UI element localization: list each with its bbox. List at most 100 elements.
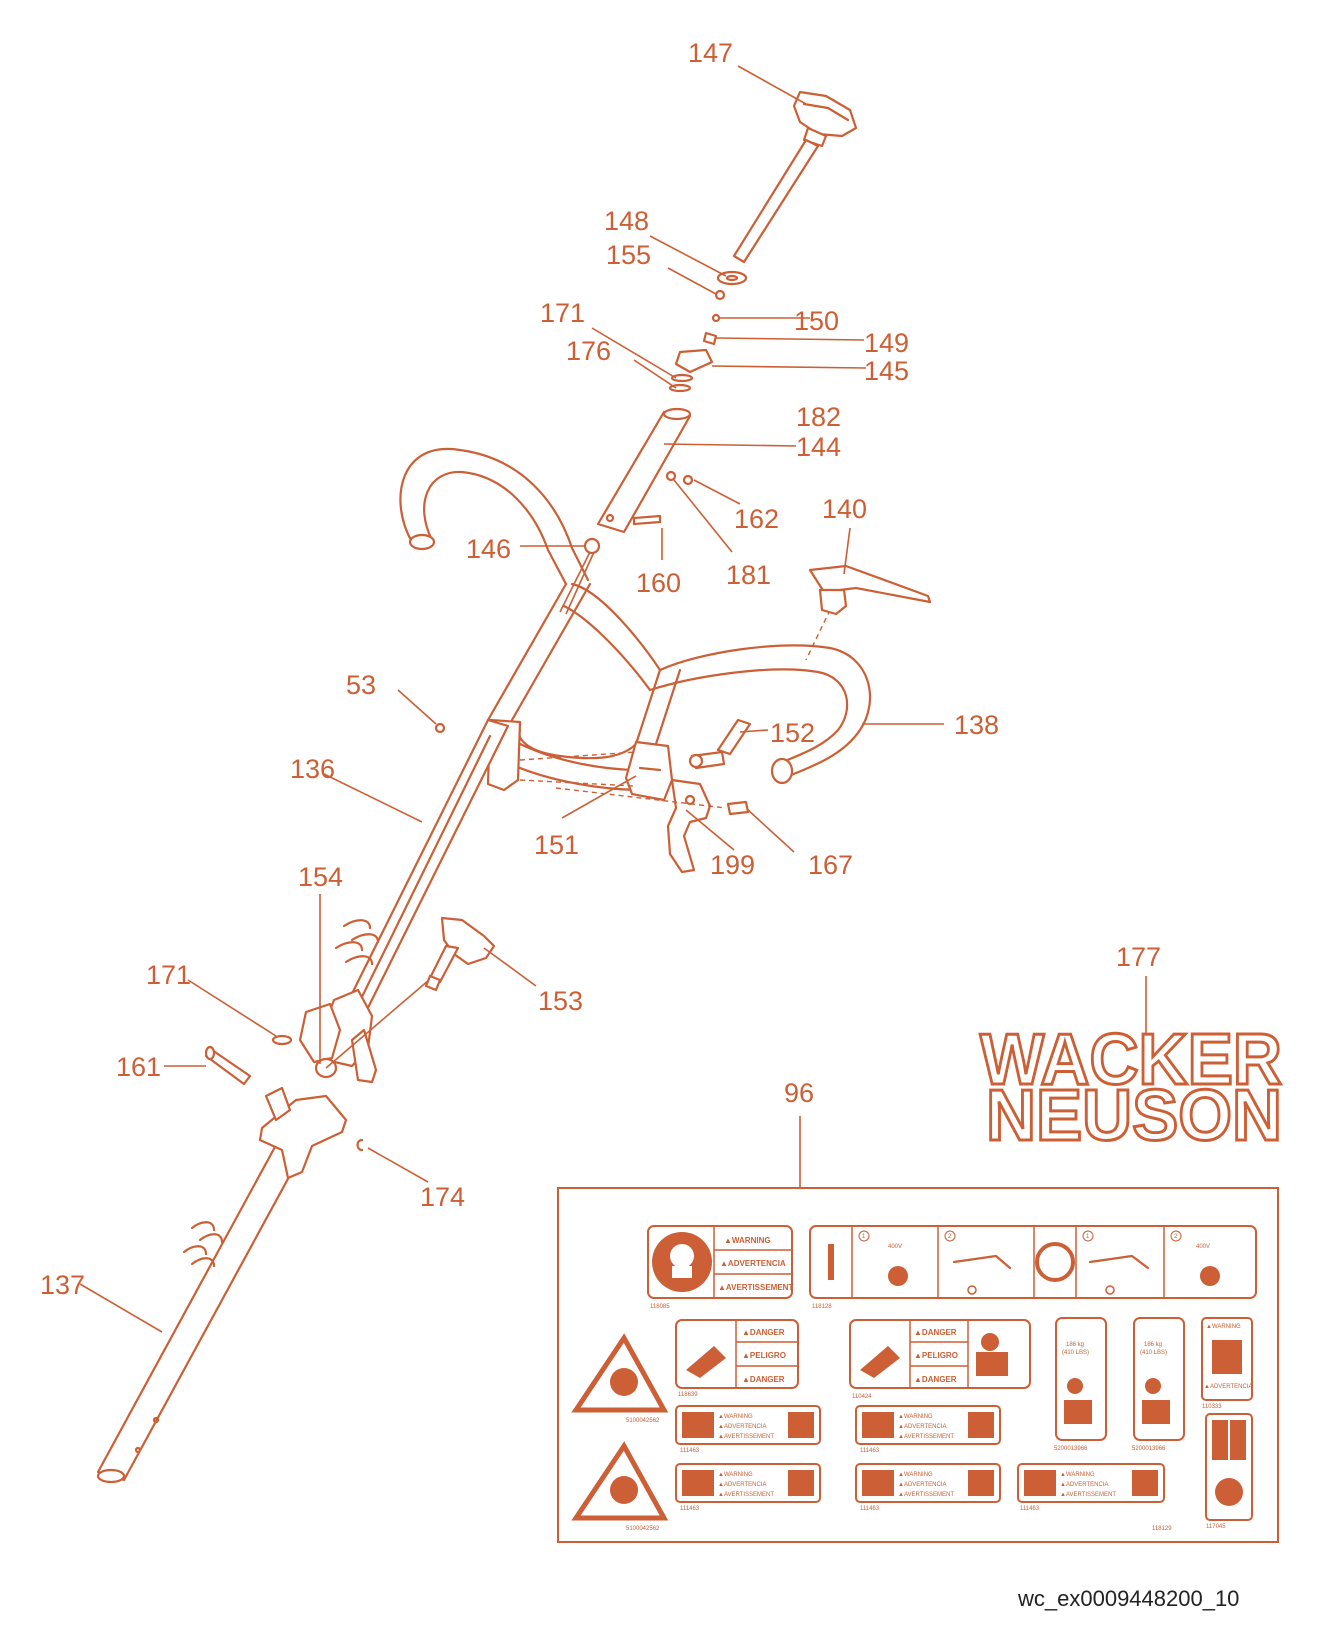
lever-140	[808, 564, 932, 616]
svg-text:▲WARNING: ▲WARNING	[1060, 1472, 1095, 1478]
sticker-117045: 117045	[1205, 1413, 1253, 1530]
svg-text:▲ADVERTENCIA: ▲ADVERTENCIA	[898, 1482, 947, 1488]
svg-text:▲WARNING: ▲WARNING	[898, 1472, 933, 1478]
sticker-110333: ▲WARNING ▲ADVERTENCIA 110333	[1201, 1317, 1253, 1410]
svg-text:▲ADVERTENCIA: ▲ADVERTENCIA	[1060, 1482, 1109, 1488]
drawing-reference: wc_ex0009448200_10	[1017, 1586, 1239, 1611]
callout-144: 144	[796, 432, 841, 462]
callout-147: 147	[688, 38, 733, 68]
callout-146: 146	[466, 534, 511, 564]
sticker-111463-e: ▲WARNING ▲ADVERTENCIA ▲AVERTISSEMENT 111…	[1017, 1463, 1165, 1512]
knob-147	[792, 90, 858, 138]
callout-162: 162	[734, 504, 779, 534]
leader-lines	[79, 65, 1147, 1333]
svg-text:(410 LBS): (410 LBS)	[1140, 1350, 1167, 1356]
svg-text:111463: 111463	[860, 1506, 880, 1512]
callout-161: 161	[116, 1052, 161, 1082]
svg-text:5200013966: 5200013966	[1132, 1446, 1166, 1452]
label-set-pn: 118129	[1152, 1526, 1172, 1532]
sticker-triangle-b: 5100042562	[571, 1441, 669, 1532]
sticker-111463-a: ▲WARNING ▲ADVERTENCIA ▲AVERTISSEMENT 111…	[675, 1405, 821, 1454]
sticker-111463-c: ▲WARNING ▲ADVERTENCIA ▲AVERTISSEMENT 111…	[675, 1463, 821, 1512]
svg-text:▲DANGER: ▲DANGER	[742, 1328, 785, 1337]
svg-text:▲WARNING: ▲WARNING	[1206, 1324, 1241, 1330]
svg-text:▲ADVERTENCIA: ▲ADVERTENCIA	[718, 1424, 767, 1430]
callout-numbers: 147 148 155 150 149 171 176 145 182 144 …	[40, 38, 1161, 1300]
upper-shaft-assembly	[559, 90, 858, 615]
callout-53: 53	[346, 670, 376, 700]
callout-150: 150	[794, 306, 839, 336]
svg-text:▲AVERTISSEMENT: ▲AVERTISSEMENT	[898, 1492, 954, 1498]
callout-138: 138	[954, 710, 999, 740]
sticker-110424: ▲DANGER ▲PELIGRO ▲DANGER 110424	[849, 1319, 1031, 1400]
svg-text:2: 2	[1174, 1234, 1178, 1240]
svg-text:186 kg: 186 kg	[1066, 1342, 1084, 1348]
logo-line1: WACKER	[980, 1020, 1282, 1100]
svg-text:▲WARNING: ▲WARNING	[898, 1414, 933, 1420]
collar-145	[674, 348, 714, 374]
svg-text:(410 LBS): (410 LBS)	[1062, 1350, 1089, 1356]
svg-text:▲ADVERTENCIA: ▲ADVERTENCIA	[720, 1259, 786, 1268]
callout-176: 176	[566, 336, 611, 366]
sticker-111463-b: ▲WARNING ▲ADVERTENCIA ▲AVERTISSEMENT 111…	[855, 1405, 1001, 1454]
svg-text:▲DANGER: ▲DANGER	[914, 1328, 957, 1337]
svg-text:▲DANGER: ▲DANGER	[914, 1375, 957, 1384]
callout-174: 174	[420, 1182, 465, 1212]
svg-text:▲AVERTISSEMENT: ▲AVERTISSEMENT	[718, 1434, 774, 1440]
svg-text:110333: 110333	[1202, 1404, 1222, 1410]
callout-153: 153	[538, 986, 583, 1016]
svg-text:2: 2	[948, 1234, 952, 1240]
svg-text:186 kg: 186 kg	[1144, 1342, 1162, 1348]
svg-text:111463: 111463	[680, 1448, 700, 1454]
callout-137: 137	[40, 1270, 85, 1300]
svg-text:400V: 400V	[1196, 1244, 1210, 1250]
svg-text:▲WARNING: ▲WARNING	[724, 1236, 771, 1245]
sticker-118639: ▲DANGER ▲PELIGRO ▲DANGER 118639	[675, 1319, 799, 1398]
callout-152: 152	[770, 718, 815, 748]
svg-text:117045: 117045	[1206, 1524, 1226, 1530]
sticker-111463-d: ▲WARNING ▲ADVERTENCIA ▲AVERTISSEMENT 111…	[855, 1463, 1001, 1512]
svg-text:111463: 111463	[1020, 1506, 1040, 1512]
svg-text:1: 1	[862, 1234, 866, 1240]
clamp-cluster	[519, 718, 752, 874]
sticker-weight-a: 186 kg (410 LBS) 5200013966	[1054, 1317, 1107, 1452]
sticker-118128: 1 2 1 2 400V 400V 118128	[809, 1225, 1257, 1310]
callout-171-lower: 171	[146, 960, 191, 990]
wacker-neuson-logo: WACKER NEUSON	[979, 1019, 1284, 1158]
svg-text:400V: 400V	[888, 1244, 902, 1250]
callout-140: 140	[822, 494, 867, 524]
callout-151: 151	[534, 830, 579, 860]
callout-199: 199	[710, 850, 755, 880]
svg-text:▲DANGER: ▲DANGER	[742, 1375, 785, 1384]
callout-148: 148	[604, 206, 649, 236]
svg-text:▲WARNING: ▲WARNING	[718, 1414, 753, 1420]
svg-text:▲WARNING: ▲WARNING	[718, 1472, 753, 1478]
callout-154: 154	[298, 862, 343, 892]
svg-text:5100042562: 5100042562	[626, 1418, 660, 1424]
sticker-118085: ▲WARNING ▲ADVERTENCIA ▲AVERTISSEMENT 118…	[647, 1225, 793, 1310]
lower-bracket	[204, 916, 496, 1180]
callout-145: 145	[864, 356, 909, 386]
callout-182: 182	[796, 402, 841, 432]
svg-text:5200013966: 5200013966	[1054, 1446, 1088, 1452]
label-set-96: ▲WARNING ▲ADVERTENCIA ▲AVERTISSEMENT 118…	[557, 1187, 1279, 1543]
callout-181: 181	[726, 560, 771, 590]
svg-text:118639: 118639	[678, 1392, 698, 1398]
svg-text:111463: 111463	[860, 1448, 880, 1454]
svg-text:118128: 118128	[812, 1304, 832, 1310]
sticker-triangle-a: 5100042562	[571, 1333, 669, 1424]
tube-144	[596, 410, 692, 534]
callout-149: 149	[864, 328, 909, 358]
svg-text:110424: 110424	[852, 1394, 872, 1400]
callout-155: 155	[606, 240, 651, 270]
callout-171-upper: 171	[540, 298, 585, 328]
sticker-weight-b: 186 kg (410 LBS) 5200013966	[1132, 1317, 1185, 1452]
rod	[732, 138, 820, 264]
svg-text:▲PELIGRO: ▲PELIGRO	[914, 1351, 958, 1360]
callout-160: 160	[636, 568, 681, 598]
callout-136: 136	[290, 754, 335, 784]
svg-text:▲PELIGRO: ▲PELIGRO	[742, 1351, 786, 1360]
svg-text:1: 1	[1086, 1234, 1090, 1240]
logo-line2: NEUSON	[986, 1076, 1282, 1156]
svg-text:118085: 118085	[650, 1304, 670, 1310]
